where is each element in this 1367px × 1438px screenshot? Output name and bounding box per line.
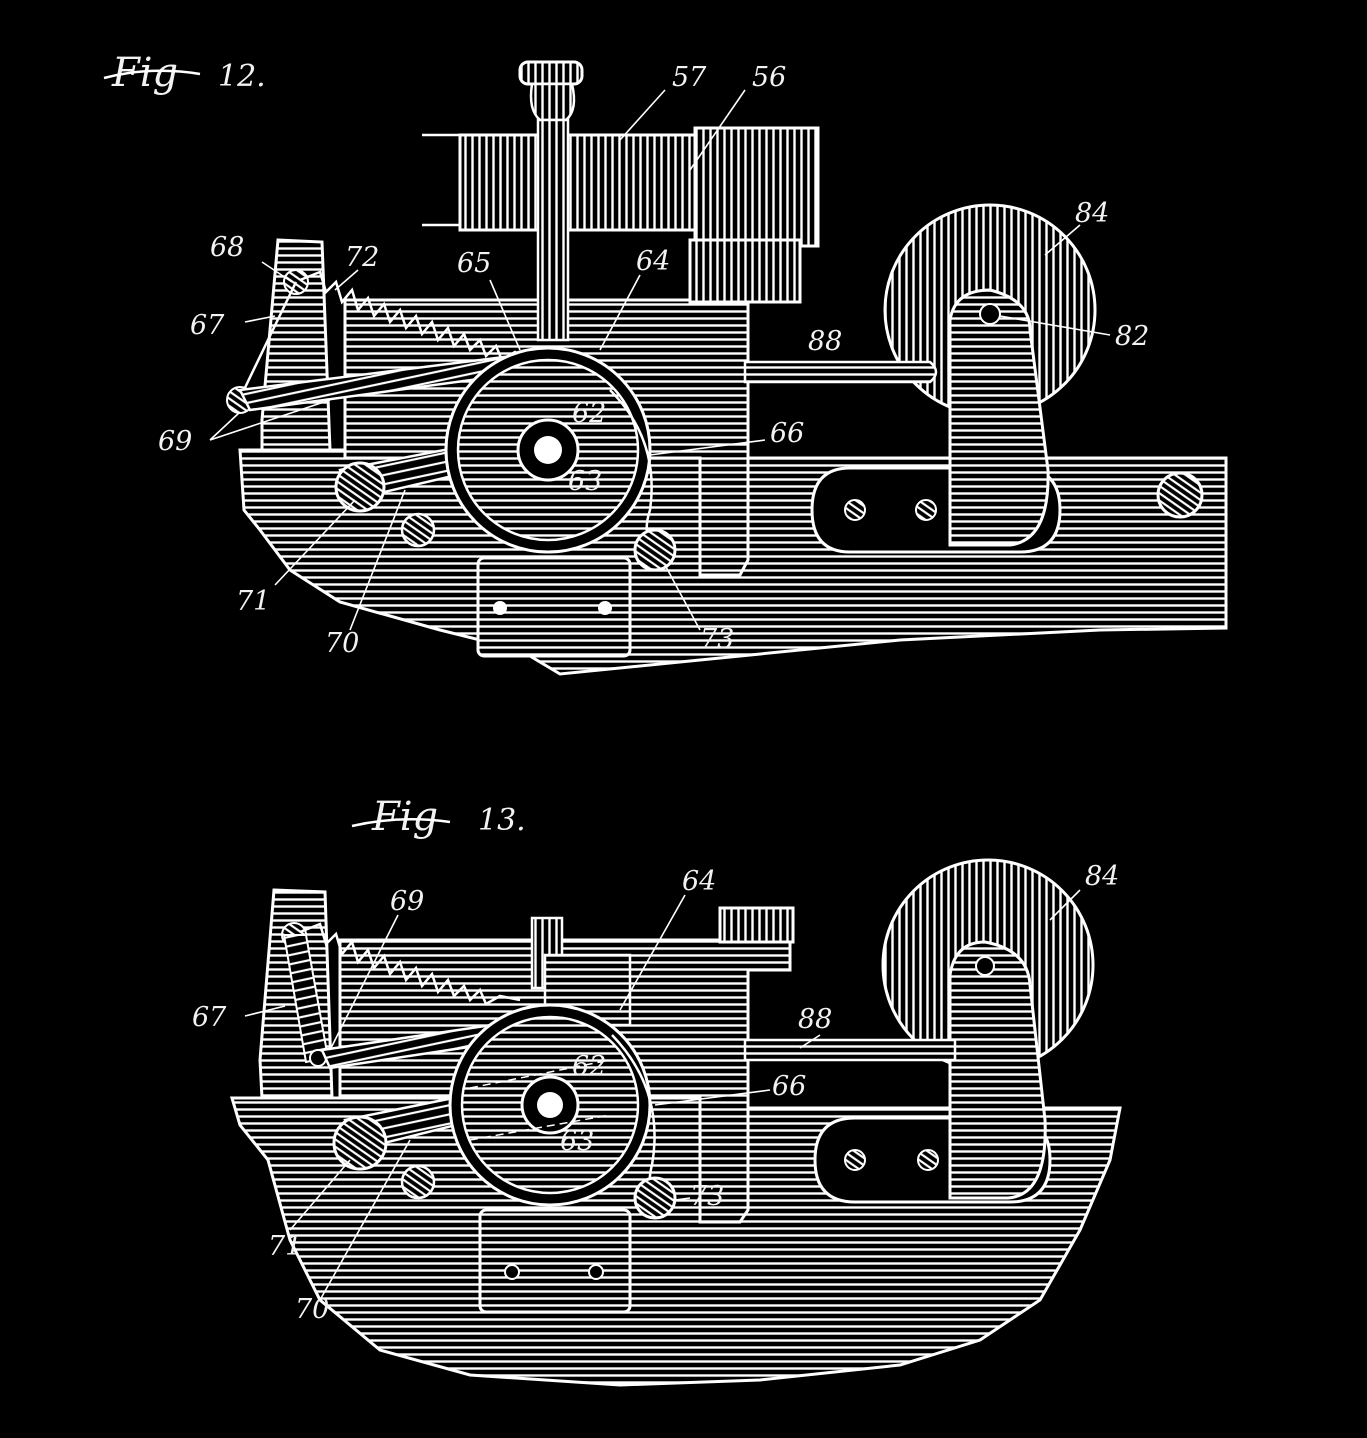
fig-13-axle	[975, 956, 995, 976]
fig-13-screw-2	[917, 1149, 939, 1171]
fig-13-screw-1	[844, 1149, 866, 1171]
fig-12-number: 12.	[218, 59, 266, 94]
fig-12-axle	[979, 303, 1001, 325]
fig-12-clamp	[476, 556, 632, 658]
fig-12-clamp-screw-2	[598, 601, 612, 615]
fig-12-label-88: 88	[808, 326, 842, 357]
fig-12-label-67: 67	[190, 310, 225, 341]
fig-13-bracket	[948, 940, 1047, 1200]
fig-12-label-66: 66	[770, 418, 804, 449]
fig-12-title-flourish	[103, 69, 201, 80]
fig-12-label-63: 63	[568, 466, 602, 497]
fig-13-dashed-lines	[469, 1059, 611, 1141]
fig-13-label-62: 62	[572, 1051, 606, 1082]
fig-12-link-arm	[238, 281, 298, 399]
fig-12-carrier-57	[458, 133, 697, 232]
fig-13-roller-73	[633, 1176, 677, 1220]
fig-12-block-56	[693, 126, 820, 248]
fig-12-block-56-lower	[688, 238, 802, 304]
fig-13-label-67: 67	[192, 1002, 227, 1033]
fig-13-label-66: 66	[772, 1071, 806, 1102]
fig-13-hub-core	[537, 1092, 563, 1118]
fig-13-label-73: 73	[690, 1181, 724, 1212]
fig-12-clamp-screw-1	[493, 601, 507, 615]
fig-13-label-64: 64	[682, 866, 716, 897]
figure-13: Fig 13.	[192, 794, 1122, 1387]
fig-12-label-69: 69	[158, 426, 192, 457]
fig-12-label-82: 82	[1115, 321, 1149, 352]
fig-12-label-68: 68	[210, 232, 244, 263]
fig-13-label-63: 63	[560, 1126, 594, 1157]
fig-13-pivot-71	[332, 1115, 388, 1171]
fig-12-knob-neck	[529, 82, 576, 122]
fig-13-title-flourish	[351, 818, 451, 828]
fig-13-label-84: 84	[1085, 861, 1119, 892]
fig-13-spring	[299, 922, 521, 1006]
fig-13-label-69: 69	[390, 886, 424, 917]
fig-12-label-73: 73	[700, 624, 734, 655]
fig-13-label-71: 71	[268, 1231, 302, 1262]
fig-12-stud	[400, 512, 436, 548]
fig-13-clamp	[478, 1208, 632, 1314]
fig-12-rod-88	[743, 360, 938, 384]
fig-13-stud	[400, 1164, 436, 1200]
fig-12-label-65: 65	[457, 248, 491, 279]
fig-12-screw-1	[844, 499, 866, 521]
fig-13-clamp-screw-2	[588, 1264, 604, 1280]
fig-12-label-62: 62	[572, 398, 606, 429]
fig-13-rod-88	[743, 1038, 957, 1062]
fig-12-label-84: 84	[1075, 198, 1109, 229]
fig-13-title-prefix: Fig	[371, 794, 438, 840]
fig-12-hub-core	[534, 436, 562, 464]
fig-12-label-71: 71	[236, 586, 270, 617]
fig-12-screw-2	[915, 499, 937, 521]
figure-12: Fig 13. 12.	[103, 50, 1228, 676]
fig-12-bolt-right	[1156, 471, 1204, 519]
fig-12-label-64: 64	[636, 246, 670, 277]
fig-12-spring-72	[299, 270, 531, 362]
fig-12-bracket-82	[948, 288, 1050, 547]
fig-12-label-72: 72	[345, 242, 379, 273]
fig-12-roller-73	[633, 528, 677, 572]
fig-13-label-88: 88	[798, 1004, 832, 1035]
fig-12-pivot-71	[334, 461, 386, 513]
fig-12-spindle	[536, 118, 570, 342]
fig-13-clamp-screw-1	[504, 1264, 520, 1280]
fig-12-knurled-knob	[518, 60, 584, 86]
fig-13-label-70: 70	[295, 1294, 329, 1325]
fig-13-top-stub	[718, 906, 795, 944]
fig-13-title-number: 13.	[478, 803, 526, 838]
fig-12-label-70: 70	[325, 628, 359, 659]
fig-12-label-56: 56	[752, 62, 786, 93]
fig-12-label-57: 57	[672, 62, 707, 93]
